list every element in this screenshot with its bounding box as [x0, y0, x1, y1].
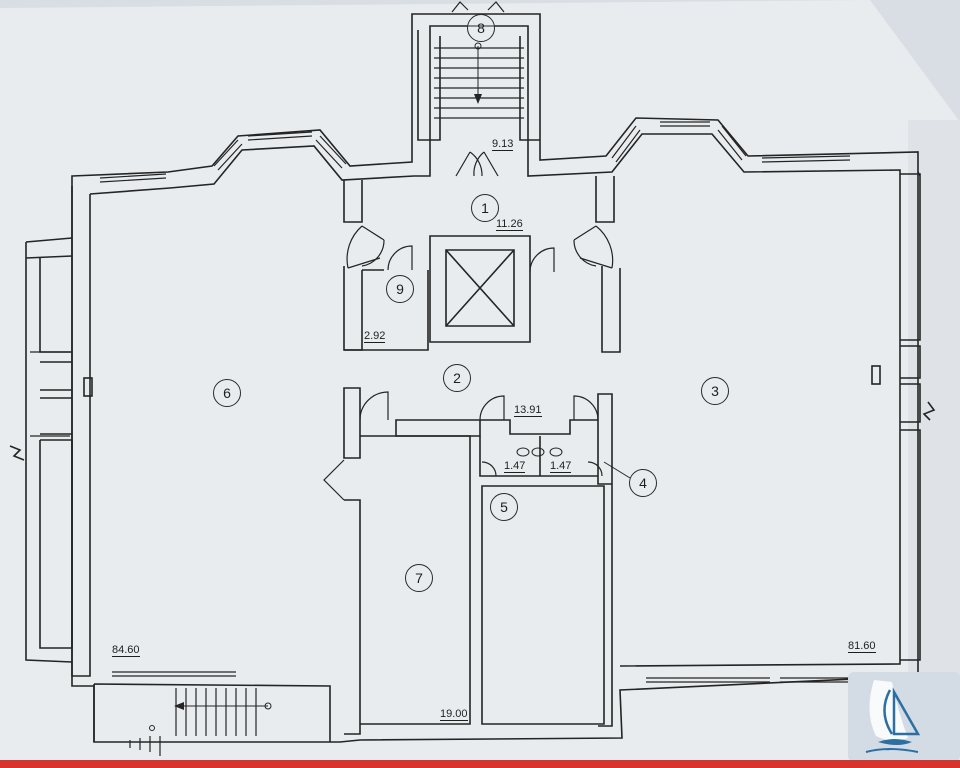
- area-label-1: 11.26: [496, 218, 523, 231]
- outer-wall-outer-line: [71, 13, 919, 743]
- windows: [30, 121, 870, 683]
- right-annex: [900, 171, 921, 661]
- area-label-9: 2.92: [364, 330, 386, 343]
- area-label-2: 13.91: [514, 404, 542, 417]
- room-number-5: 5: [490, 493, 518, 521]
- wc-fixture-mid: [531, 447, 545, 457]
- stair-8-start-dot: [474, 42, 482, 50]
- room-number-8: 8: [467, 14, 495, 42]
- hall-wall-right: [595, 176, 621, 353]
- room-7-inner: [360, 435, 471, 725]
- stair-8-gable: [451, 1, 505, 13]
- niche-left: [83, 377, 93, 397]
- stair-8-treads: [434, 47, 524, 119]
- bottom-stair-start-dot: [264, 702, 272, 710]
- area-label-8: 9.13: [492, 138, 514, 151]
- bottom-stair-arrowhead: [174, 702, 184, 710]
- room-number-6: 6: [213, 379, 241, 407]
- corridor-partition-left: [343, 387, 361, 735]
- left-annex-break: [9, 445, 25, 461]
- wc-fixture-left: [516, 447, 530, 457]
- bottom-stair-box: [93, 683, 331, 742]
- area-label-7: 19.00: [440, 708, 468, 721]
- bottom-stair-steps-left: [129, 736, 161, 756]
- bottom-stair-treads: [175, 688, 257, 736]
- room-number-9: 9: [386, 275, 414, 303]
- storage-9-walls: [344, 269, 429, 351]
- room-number-1: 1: [471, 194, 499, 222]
- room-number-7: 7: [405, 564, 433, 592]
- area-label-3: 81.60: [848, 640, 876, 653]
- room-number-2: 2: [443, 364, 471, 392]
- lift-shaft-cross: [445, 249, 515, 327]
- right-annex-break: [922, 401, 936, 421]
- doors: [323, 151, 614, 501]
- room-4-leader: [603, 461, 631, 479]
- wc-fixture-right: [549, 447, 563, 457]
- room-number-4: 4: [629, 469, 657, 497]
- bottom-red-strip: [0, 760, 960, 768]
- paper-edge-shadow: [908, 120, 960, 680]
- left-wall-segment: [71, 186, 91, 677]
- bottom-stair-dot-2: [149, 725, 155, 731]
- room-number-3: 3: [701, 377, 729, 405]
- sailboat-watermark-logo: [848, 672, 960, 762]
- area-label-5: 1.47: [504, 460, 526, 473]
- niche-right: [871, 365, 881, 385]
- stair-8-arrowhead: [474, 94, 482, 104]
- area-label-6: 84.60: [112, 644, 140, 657]
- area-label-4: 1.47: [550, 460, 572, 473]
- room-5-inner: [481, 485, 605, 725]
- corridor-partition-right: [597, 393, 613, 727]
